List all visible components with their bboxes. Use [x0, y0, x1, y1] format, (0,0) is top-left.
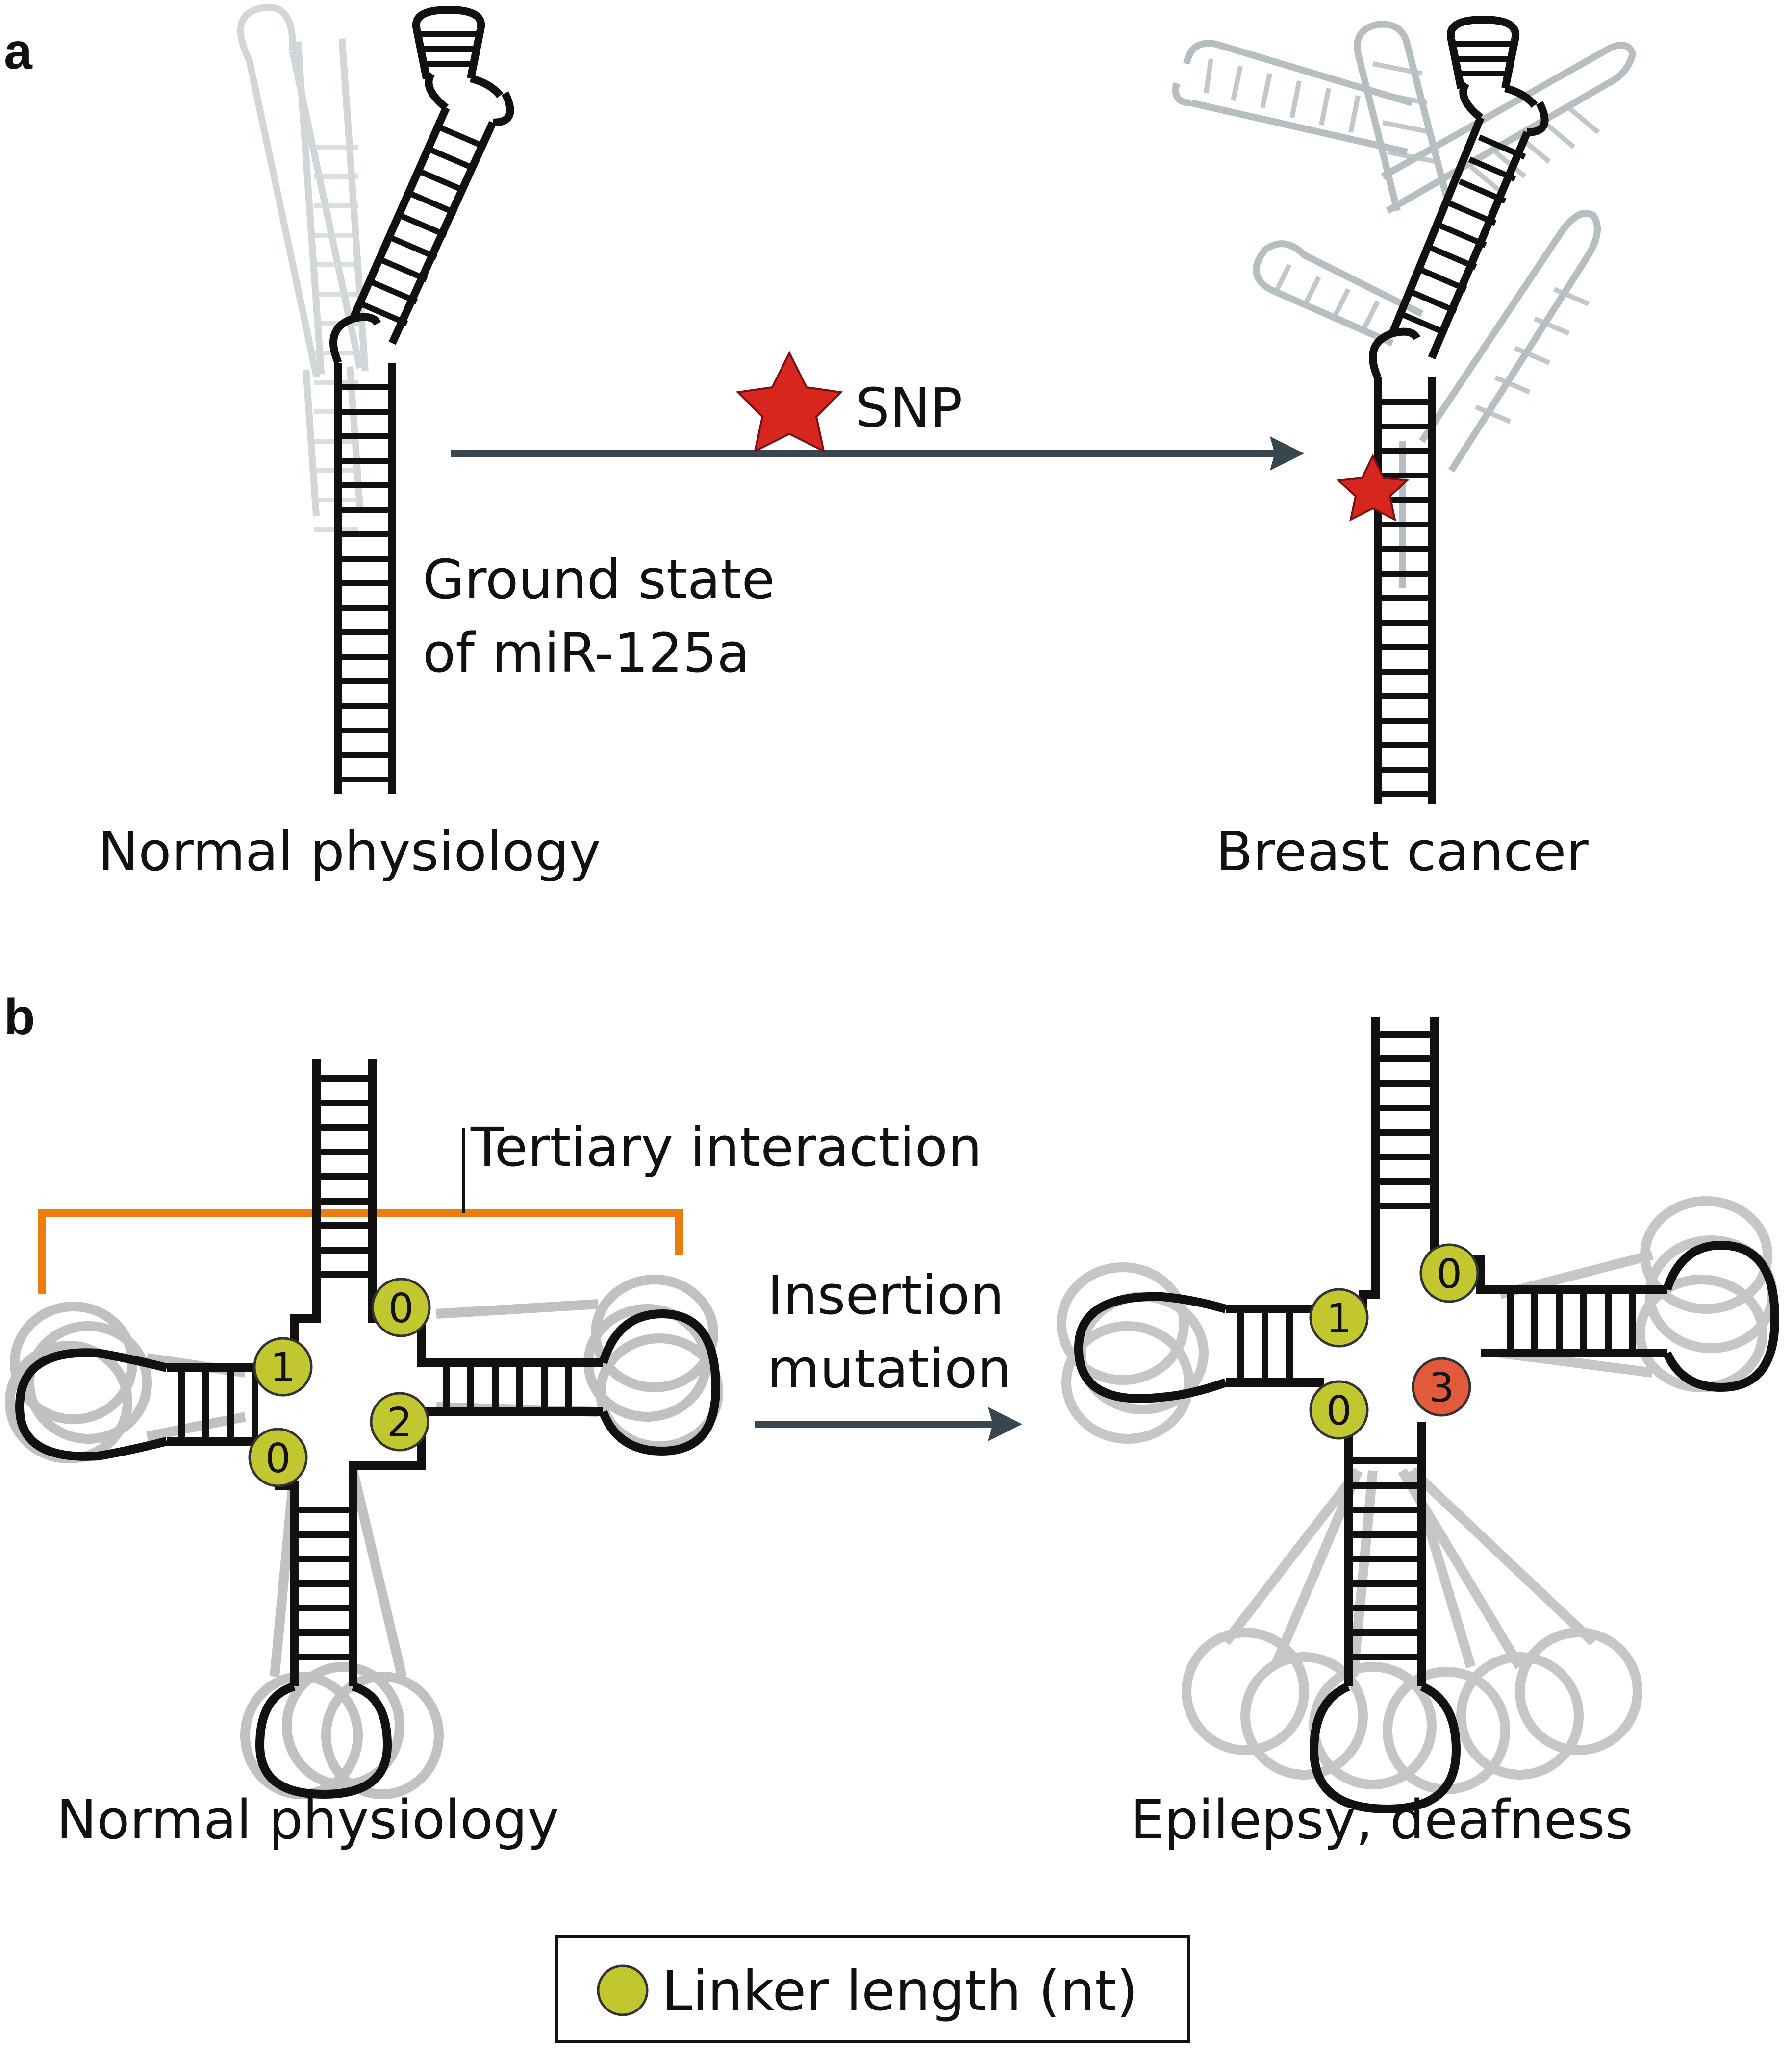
left-linker-4: 2: [370, 1392, 429, 1452]
legend-box: Linker length (nt): [555, 1935, 1190, 2043]
right-linker-2: 0: [1419, 1243, 1479, 1303]
ground-state-label-line1: Ground state: [423, 548, 775, 611]
linker-legend-icon: [597, 1964, 649, 2016]
snp-arrow: [451, 436, 1304, 471]
right-linker-1: 1: [1309, 1288, 1369, 1348]
svg-text:1: 1: [270, 1345, 296, 1391]
right-trna-rungs: [1237, 1031, 1636, 1660]
left-linker-2: 0: [371, 1278, 431, 1337]
svg-text:3: 3: [1429, 1365, 1454, 1411]
svg-text:0: 0: [1437, 1251, 1462, 1298]
insertion-label-line2: mutation: [767, 1337, 1011, 1400]
right-trna-structure: [1074, 1017, 1780, 1814]
mir125a-rungs-normal: [338, 31, 487, 782]
panel-a-label: a: [4, 23, 33, 80]
left-linker-3: 0: [248, 1428, 308, 1487]
right-linker-4-mutant: 3: [1412, 1357, 1471, 1417]
right-ghost-rungs: [1204, 58, 1600, 424]
svg-text:2: 2: [387, 1400, 412, 1446]
panel-a-left-caption: Normal physiology: [98, 820, 601, 883]
tertiary-interaction-label: Tertiary interaction: [470, 1116, 982, 1179]
snp-site-star-icon: [1336, 453, 1410, 522]
svg-text:1: 1: [1326, 1296, 1352, 1342]
left-linker-1: 1: [253, 1337, 313, 1397]
snp-star-icon: [735, 351, 843, 453]
mir125a-rungs-snp: [1378, 41, 1526, 797]
panel-b-label: b: [4, 989, 35, 1046]
ground-state-label-line2: of miR-125a: [423, 622, 750, 684]
svg-text:0: 0: [1326, 1388, 1352, 1434]
right-linker-3: 0: [1309, 1380, 1369, 1440]
insertion-arrow: [755, 1407, 1022, 1441]
panel-a-right-caption: Breast cancer: [1216, 820, 1589, 883]
insertion-label-line1: Insertion: [767, 1264, 1004, 1327]
left-trna-rungs: [178, 1075, 572, 1660]
snp-label: SNP: [856, 377, 962, 439]
right-ghost-conformations: [1172, 21, 1637, 588]
svg-text:0: 0: [265, 1435, 291, 1482]
panel-b-right-caption: Epilepsy, deafness: [1130, 1788, 1633, 1851]
panel-b-left-caption: Normal physiology: [56, 1788, 559, 1851]
tertiary-interaction-bracket: [38, 1209, 683, 1294]
legend-label: Linker length (nt): [662, 1959, 1138, 2023]
svg-text:0: 0: [388, 1285, 414, 1332]
